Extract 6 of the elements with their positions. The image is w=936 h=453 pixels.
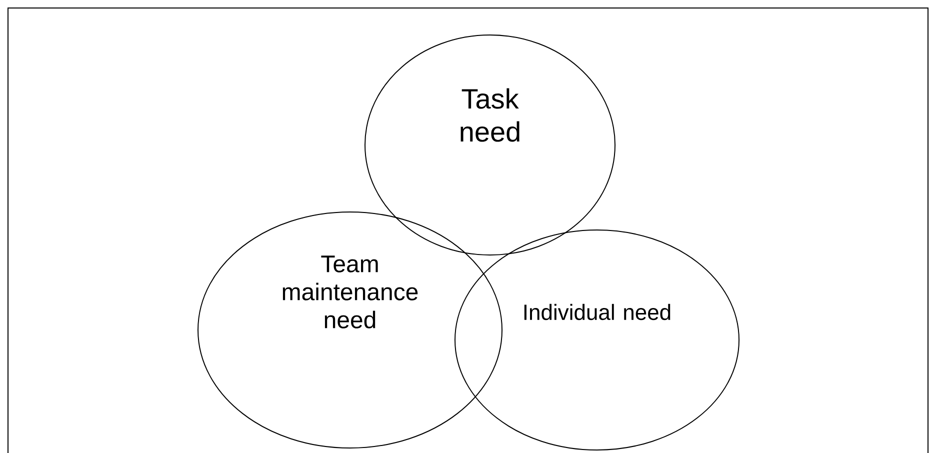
ellipse-label: Team maintenance need	[282, 256, 418, 328]
ellipse	[364, 34, 616, 256]
ellipse	[454, 230, 740, 450]
ellipse-label: Individual need	[524, 304, 670, 320]
ellipse-label: Task need	[460, 88, 520, 142]
ellipse	[198, 212, 502, 448]
